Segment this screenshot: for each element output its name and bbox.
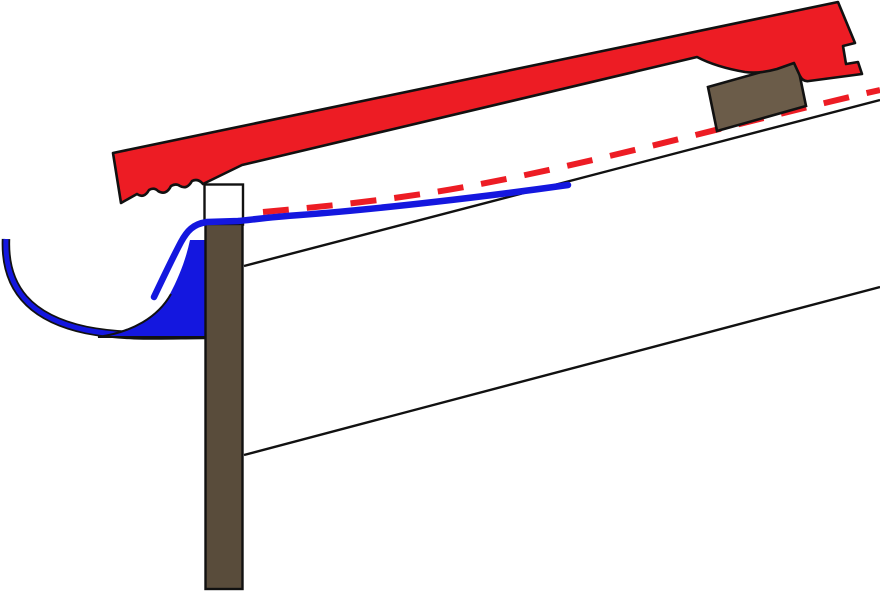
roof-tile xyxy=(111,0,864,205)
soffit-line xyxy=(243,285,880,457)
water-flow-line xyxy=(150,181,572,301)
gutter-water-fill xyxy=(98,240,207,336)
fascia-board xyxy=(204,222,244,591)
gutter-water-edge xyxy=(97,293,206,338)
